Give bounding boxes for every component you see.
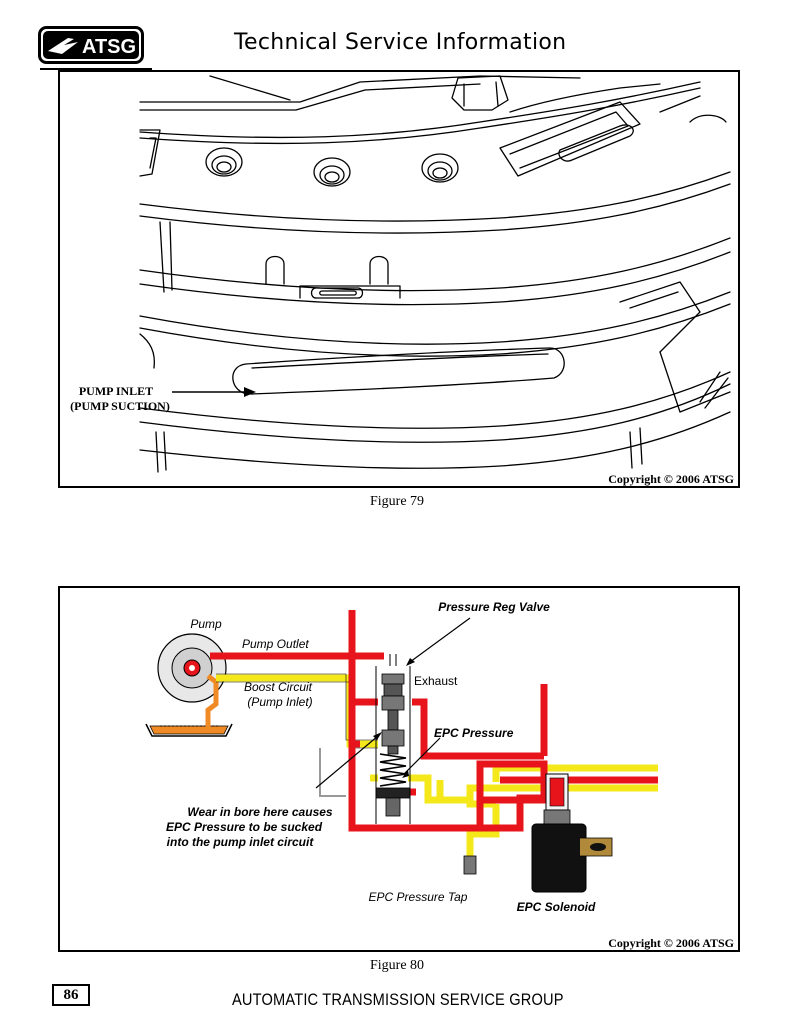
pressure-reg-valve-leader bbox=[409, 617, 471, 663]
page-number: 86 bbox=[52, 984, 90, 1006]
pump-housing-illustration: PUMP INLET (PUMP SUCTION) Copyright © 20… bbox=[70, 75, 734, 486]
figure-79-frame: PUMP INLET (PUMP SUCTION) Copyright © 20… bbox=[58, 70, 740, 488]
figure-80-copyright: Copyright © 2006 ATSG bbox=[608, 936, 734, 950]
epc-hydraulic-diagram: Pump Pump Outlet Boost Circuit (Pump Inl… bbox=[145, 600, 734, 950]
epc-line-2 bbox=[492, 764, 658, 782]
epc-tap-line bbox=[466, 804, 500, 860]
boost-circuit-label: Boost Circuit bbox=[244, 680, 313, 694]
oil-pan bbox=[149, 725, 229, 735]
wear-note-line-3: into the pump inlet circuit bbox=[167, 835, 315, 849]
page-title: Technical Service Information bbox=[234, 30, 567, 55]
pump-suction-label: (PUMP SUCTION) bbox=[70, 399, 170, 413]
wear-note-leader bbox=[315, 735, 379, 789]
epc-pressure-label: EPC Pressure bbox=[434, 726, 514, 740]
logo-text: ATSG bbox=[82, 36, 136, 58]
figure-79-copyright: Copyright © 2006 ATSG bbox=[608, 472, 734, 486]
epc-pressure-tap-label: EPC Pressure Tap bbox=[369, 890, 468, 904]
footer-title: AUTOMATIC TRANSMISSION SERVICE GROUP bbox=[232, 990, 564, 1009]
wear-note-line-2: EPC Pressure to be sucked bbox=[166, 820, 323, 834]
figure-80-caption: Figure 80 bbox=[370, 958, 425, 973]
epc-line-1 bbox=[370, 774, 658, 804]
wear-note-line-1: Wear in bore here causes bbox=[187, 805, 333, 819]
pump-icon bbox=[157, 633, 227, 703]
header-rule bbox=[40, 68, 152, 70]
pump-outlet-label: Pump Outlet bbox=[242, 637, 309, 651]
epc-solenoid bbox=[531, 773, 613, 893]
exhaust-label: Exhaust bbox=[414, 674, 458, 688]
pump-label: Pump bbox=[190, 617, 222, 631]
figure-80-frame: Pump Pump Outlet Boost Circuit (Pump Inl… bbox=[58, 586, 740, 952]
pump-inlet-label: (Pump Inlet) bbox=[247, 695, 312, 709]
epc-pressure-tap bbox=[463, 855, 477, 875]
figure-79-caption: Figure 79 bbox=[370, 494, 425, 509]
epc-solenoid-label: EPC Solenoid bbox=[517, 900, 596, 914]
pump-inlet-label: PUMP INLET bbox=[79, 384, 153, 398]
atsg-logo: ATSG bbox=[38, 26, 144, 64]
pressure-regulator-valve bbox=[375, 654, 411, 824]
epc-pressure-leader bbox=[403, 737, 441, 775]
pressure-reg-valve-label: Pressure Reg Valve bbox=[438, 600, 550, 614]
